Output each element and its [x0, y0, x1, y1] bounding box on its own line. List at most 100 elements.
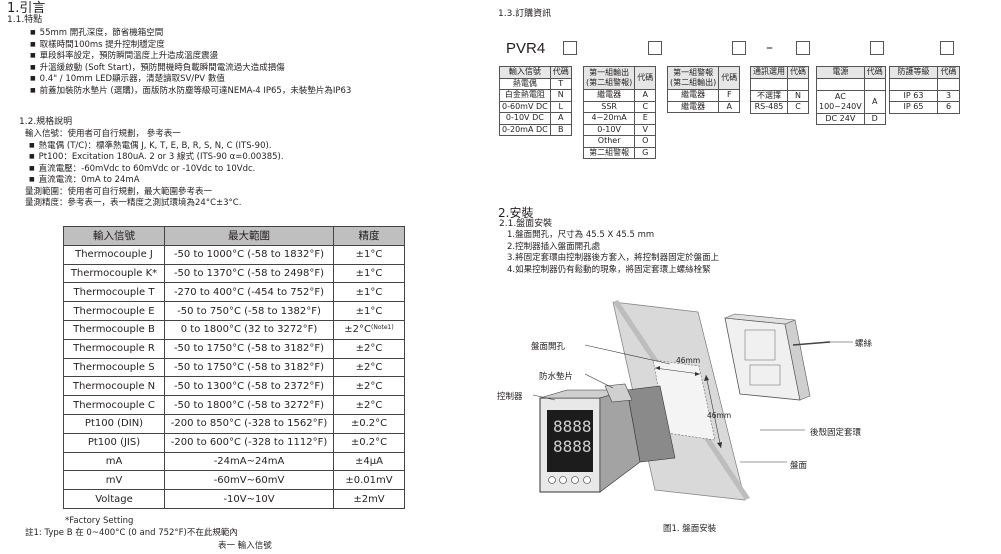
- cell: AC: [834, 91, 846, 101]
- cell-text: Thermocouple C: [73, 399, 155, 411]
- display-digits-sv: 8888: [553, 437, 592, 456]
- install-step: 4.如果控制器仍有鬆動的現象，將固定套環上螺絲栓緊: [507, 264, 711, 275]
- cell-accuracy: ±1°C: [333, 263, 405, 284]
- cell-text: -200 to 600°C (-328 to 1112°F): [170, 437, 328, 449]
- feature-list: 55mm 開孔深度，節省機箱空間 取樣時間100ms 提升控制穩定度 單段斜率設…: [30, 28, 352, 97]
- cell-text: ±1°C: [355, 249, 383, 261]
- spec-line: 熱電偶 (T/C)：標準熱電偶 J, K, T, E, B, R, S, N, …: [23, 141, 284, 153]
- cell-text: -24mA~24mA: [213, 455, 285, 467]
- cell-max-range: -50 to 1800°C (-58 to 3272°F): [164, 395, 334, 415]
- cell: O: [634, 135, 657, 148]
- cell-input-signal: mV: [63, 470, 165, 491]
- cell-text: ±2°C: [355, 399, 383, 411]
- cell: RS-485: [750, 101, 788, 114]
- ordering-title: 1.3.訂購資訊: [498, 9, 552, 19]
- cell-text: -50 to 1750°C (-58 to 3182°F): [173, 343, 325, 355]
- cell-text: Thermocouple T: [73, 286, 155, 298]
- spec-line: 直流電壓：-60mVdc to 60mVdc or -10Vdc to 10Vd…: [23, 164, 284, 176]
- model-dash: –: [766, 40, 773, 56]
- label-screw: 螺絲: [855, 339, 873, 349]
- section-2-title: 2.安裝: [498, 206, 534, 220]
- cell: A: [863, 89, 886, 114]
- cell: 4~20mA: [582, 112, 636, 125]
- cell-accuracy: ±4μA: [333, 451, 405, 472]
- cell-input-signal: Voltage: [63, 489, 165, 509]
- cell-max-range: -10V~10V: [164, 489, 334, 509]
- cell: 代碼: [634, 66, 657, 90]
- section-1-1-title: 1.1.特點: [7, 15, 43, 25]
- header-input-signal: 輸入信號: [63, 226, 165, 246]
- feature-item: 0.4" / 10mm LED顯示器，清楚讀取SV/PV 數值: [30, 74, 351, 86]
- section-1-2-title: 1.2.規格說明: [19, 117, 73, 127]
- cell: 繼電器: [582, 89, 636, 102]
- code-box-2: [648, 41, 662, 55]
- cell-text: mV: [105, 474, 123, 486]
- cell-max-range: 0 to 1800°C (32 to 3272°F): [164, 319, 334, 340]
- table-row: Pt100 (DIN) -200 to 850°C (-328 to 1562°F…: [63, 413, 405, 434]
- cell: 第一組警報: [673, 68, 714, 77]
- display-digits-pv: 8888: [553, 417, 592, 436]
- install-step: 3.將固定套環由控制器後方套入，將控制器固定於盤面上: [507, 253, 720, 263]
- cell-text: -10V~10V: [223, 493, 275, 505]
- cell: Other: [582, 135, 636, 148]
- cell-input-signal: Thermocouple N: [63, 376, 165, 397]
- table-row: Thermocouple R-50 to 1750°C (-58 to 3182…: [63, 338, 405, 359]
- install-steps: 1.盤面開孔，尺寸為 45.5 X 45.5 mm 2.控制器插入盤面開孔處 3…: [507, 230, 719, 276]
- note-ref: (Note1): [371, 324, 394, 332]
- cell-max-range: -200 to 850°C (-328 to 1562°F): [164, 413, 334, 434]
- cell-text: -200 to 850°C (-328 to 1562°F): [170, 418, 328, 430]
- cell-accuracy: ±2°C: [333, 357, 405, 378]
- cell-input-signal: Pt100 (JIS): [63, 432, 165, 453]
- cell-accuracy: ±2°C: [333, 338, 405, 359]
- feature-item: 升溫緩啟動 (Soft Start)，預防開機時負載瞬間電流過大造成損傷: [30, 63, 351, 75]
- cell-text: ±0.2°C: [350, 437, 388, 449]
- cell: F: [718, 89, 741, 102]
- cell-text: ±0.01mV: [345, 474, 393, 486]
- cell-text: Voltage: [95, 493, 133, 505]
- cell-text: ±0.2°C: [350, 418, 388, 430]
- cell: 不選擇: [750, 89, 788, 102]
- feature-item: 單段斜率設定，預防瞬間溫度上升造成溫度震盪: [30, 51, 351, 63]
- cell: 3: [937, 89, 960, 102]
- cell-accuracy: ±2°C(Note1): [333, 319, 405, 340]
- dim-height: 46mm: [707, 411, 732, 420]
- cell-text: Pt100 (DIN): [84, 418, 144, 430]
- table-row: Pt100 (JIS) -200 to 600°C (-328 to 1112°F…: [63, 432, 405, 453]
- label-controller: 控制器: [497, 392, 523, 402]
- cell-accuracy: ±0.2°C: [333, 432, 405, 453]
- table-row: mA -24mA~24mA ±4μA: [63, 451, 405, 472]
- cell-text: -50 to 1800°C (-58 to 3272°F): [173, 399, 325, 411]
- spec-line: 輸入信號：使用者可自行規劃， 參考表一: [25, 129, 181, 139]
- figure-caption: 圖1. 盤面安裝: [663, 524, 717, 534]
- cell-accuracy: ±2mV: [333, 489, 405, 509]
- cell-text: -50 to 1000°C (-58 to 1832°F): [173, 249, 325, 261]
- code-box-3: [732, 41, 746, 55]
- spec-line: 直流電流：0mA to 24mA: [23, 175, 284, 187]
- cell: T: [549, 77, 572, 90]
- table-row: Thermocouple S-50 to 1750°C (-58 to 3182…: [63, 357, 405, 378]
- cell-text: ±1°C: [355, 267, 383, 279]
- cell: A: [634, 89, 657, 102]
- cell-text: ±2°C: [355, 380, 383, 392]
- cell-input-signal: Thermocouple K*: [63, 263, 165, 284]
- cell-text: Thermocouple N: [72, 380, 156, 392]
- cell-text: mA: [105, 455, 123, 467]
- table-row: Thermocouple T-270 to 400°C (-454 to 752…: [63, 282, 405, 303]
- cell-max-range: -200 to 600°C (-328 to 1112°F): [164, 432, 334, 453]
- factory-setting-note: *Factory Setting: [65, 516, 134, 526]
- table-row: Thermocouple N-50 to 1300°C (-58 to 2372…: [63, 376, 405, 397]
- code-box-5: [870, 41, 884, 55]
- cell-text: -60mV~60mV: [213, 474, 285, 486]
- cell-max-range: -60mV~60mV: [164, 470, 334, 491]
- cell-max-range: -50 to 1750°C (-58 to 3182°F): [164, 357, 334, 378]
- cell: IP 65: [889, 101, 938, 114]
- table-row: Voltage -10V~10V ±2mV: [63, 489, 405, 509]
- cell-text: -50 to 1750°C (-58 to 3182°F): [173, 361, 325, 373]
- cell-text: 0 to 1800°C (32 to 3272°F): [180, 324, 318, 336]
- cell: SSR: [582, 100, 636, 113]
